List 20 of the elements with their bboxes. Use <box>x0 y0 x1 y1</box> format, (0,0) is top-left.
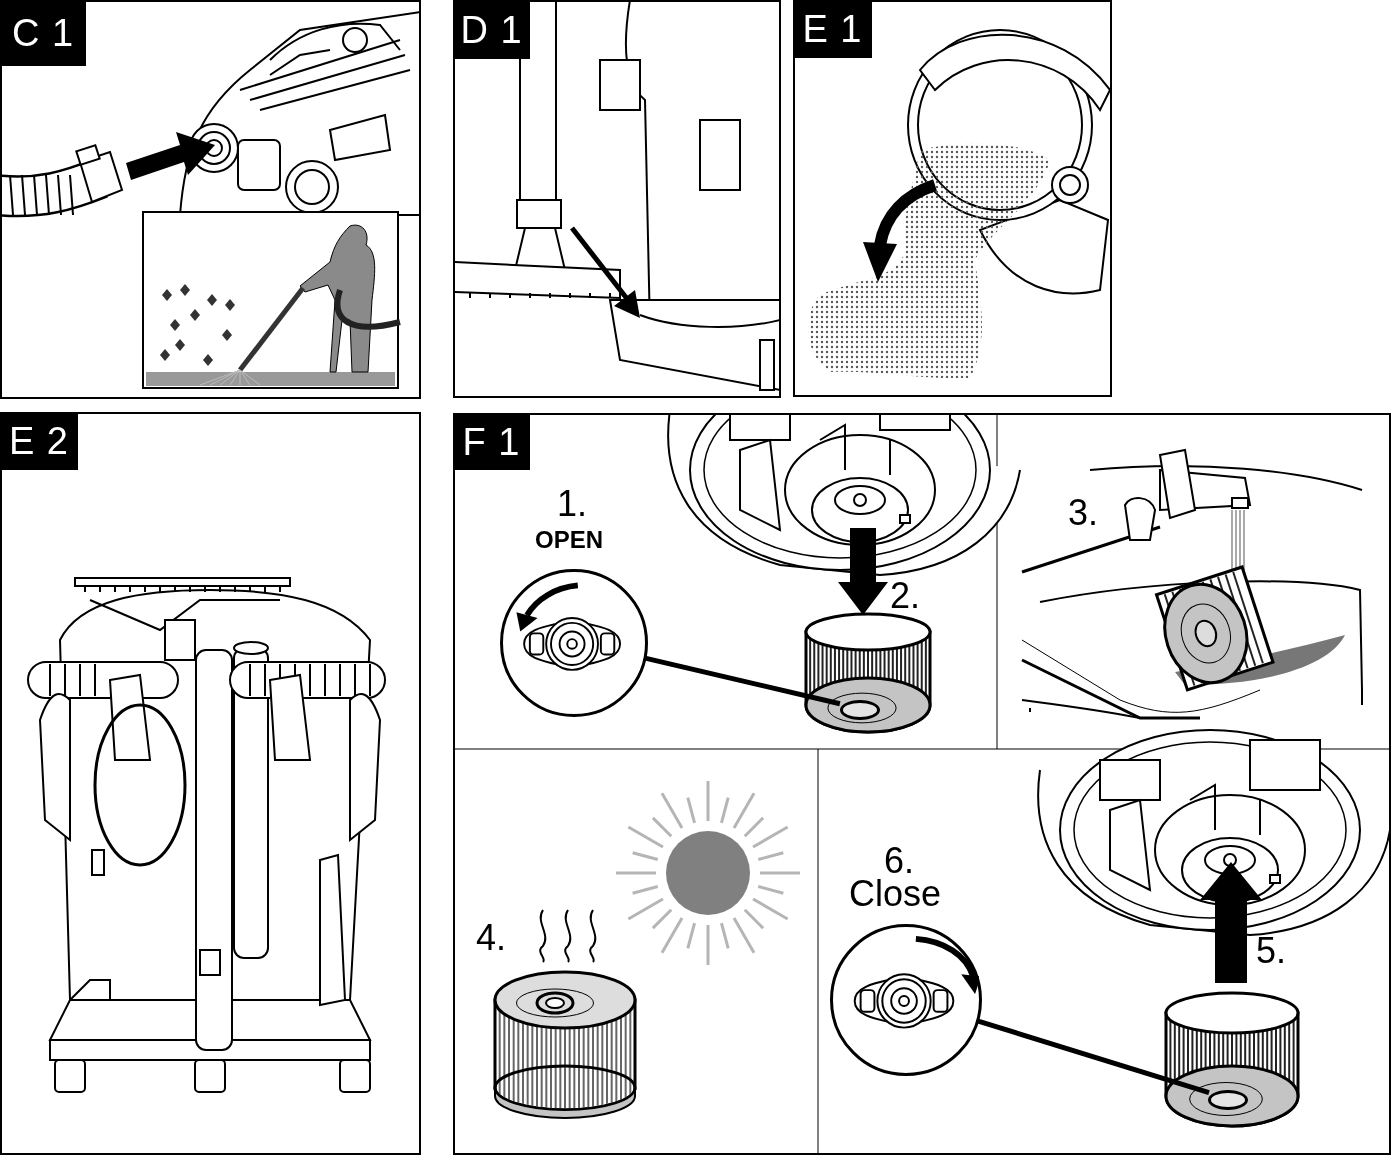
illustration-panel <box>793 0 1112 397</box>
panel-label: E 1 <box>795 2 872 58</box>
leader-line <box>643 655 841 707</box>
step-label: Close <box>849 876 942 912</box>
illustration-panel <box>0 0 421 399</box>
step-label: 4. <box>476 920 507 956</box>
step-label: 5. <box>1256 933 1287 969</box>
illustration-panel <box>453 413 1391 1155</box>
panel-label: F 1 <box>455 415 530 470</box>
leader-line <box>975 1018 1210 1096</box>
step-label: 2. <box>890 578 921 614</box>
step-label: 1. <box>557 486 588 522</box>
step-label: 6. <box>884 843 915 879</box>
panel-label: E 2 <box>2 414 78 470</box>
step-label: OPEN <box>535 528 603 552</box>
panel-label: D 1 <box>455 2 530 59</box>
illustration-panel <box>0 412 421 1155</box>
step-label: 3. <box>1068 495 1099 531</box>
illustration-panel <box>453 0 781 398</box>
panel-label: C 1 <box>2 2 86 66</box>
